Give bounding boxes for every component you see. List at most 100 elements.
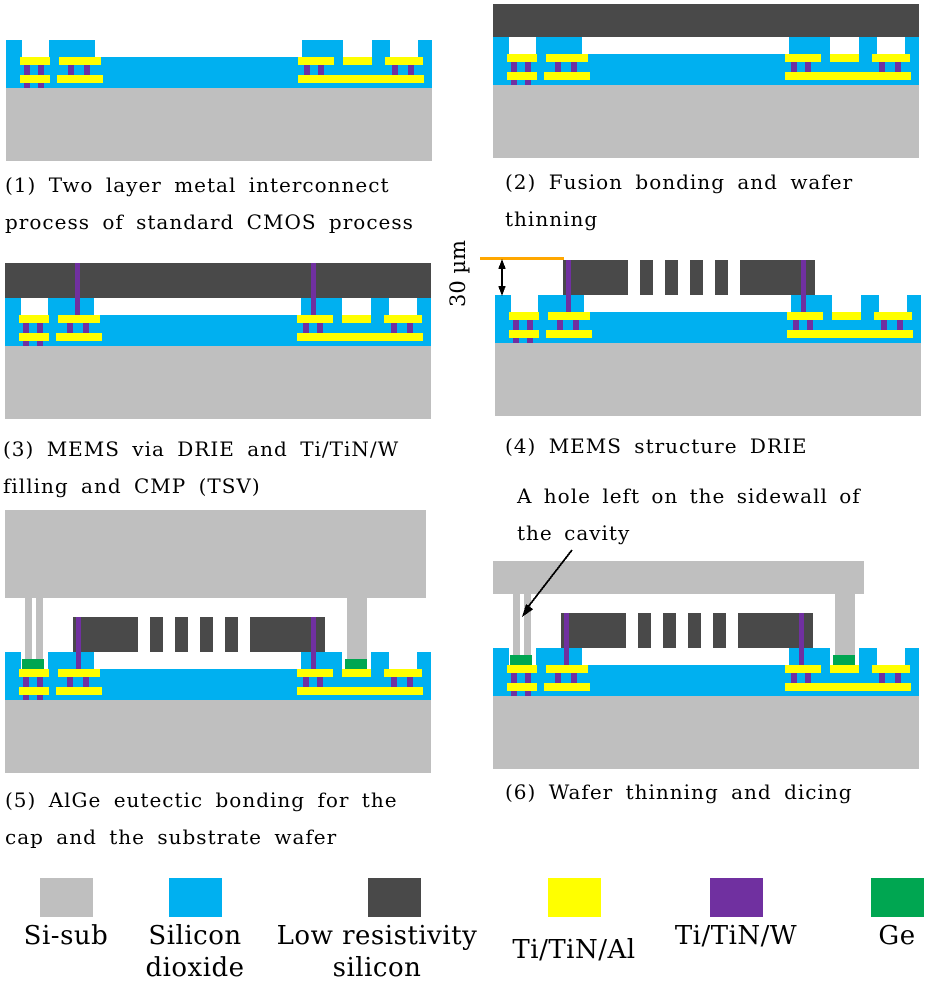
metal2-interconnect — [785, 683, 911, 691]
legend-label-silicon-dioxide: Silicon dioxide — [145, 921, 245, 983]
etch-slot — [651, 613, 663, 648]
legend-item-low-resistivity-silicon: Low resistivity silicon — [262, 878, 492, 984]
contact — [38, 83, 44, 88]
panel4-diagram: 30 µm — [446, 240, 921, 416]
via — [573, 320, 579, 330]
si-substrate — [493, 696, 919, 769]
panel1-diagram — [6, 40, 432, 161]
legend-item-ti-tin-al: Ti/TiN/Al — [489, 878, 659, 966]
metal1-pad — [385, 57, 423, 65]
via — [304, 65, 310, 75]
metal1-pad — [872, 54, 910, 62]
metal2-pad — [20, 75, 50, 83]
dimension-label: 30 µm — [446, 240, 470, 307]
etch-slot — [701, 613, 713, 648]
panel1-caption: (1) Two layer metal interconnect process… — [5, 173, 414, 234]
contact — [527, 338, 533, 343]
legend-item-silicon-dioxide: Silicon dioxide — [130, 878, 260, 984]
via — [391, 323, 397, 333]
via — [525, 62, 531, 72]
metal1-pad — [19, 669, 49, 677]
legend-item-ti-tin-w: Ti/TiN/W — [651, 878, 821, 952]
via — [511, 62, 517, 72]
metal1-pad — [830, 54, 859, 62]
via — [557, 320, 563, 330]
etch-slot — [238, 617, 250, 652]
contact — [24, 83, 30, 88]
contact — [37, 341, 43, 346]
metal2-pad — [57, 75, 103, 83]
via — [391, 677, 397, 687]
tsv — [75, 263, 80, 315]
cap-leg — [347, 598, 367, 659]
dimension-arrowhead-up — [498, 259, 506, 269]
metal2-pad — [56, 333, 102, 341]
oxide-opening — [94, 652, 301, 669]
via — [895, 62, 901, 72]
oxide-opening — [22, 40, 49, 57]
cap-wafer — [493, 561, 864, 594]
metal2-pad — [19, 687, 49, 695]
metal1-pad — [297, 669, 333, 677]
metal1-pad — [58, 315, 100, 323]
via — [791, 673, 797, 683]
oxide-opening — [343, 40, 372, 57]
metal1-pad — [546, 665, 588, 673]
legend-swatch-low-resistivity-silicon — [368, 878, 421, 917]
etch-slot — [138, 617, 150, 652]
dimension-arrowhead-down — [498, 286, 506, 296]
ge-bond-pad — [833, 655, 855, 665]
oxide-opening — [94, 298, 301, 315]
via — [392, 65, 398, 75]
oxide-opening — [389, 652, 417, 669]
via — [408, 65, 414, 75]
contact — [525, 80, 531, 85]
via — [407, 677, 413, 687]
panel3-caption: (3) MEMS via DRIE and Ti/TiN/W filling a… — [3, 437, 400, 498]
panel3-diagram — [5, 263, 431, 419]
via — [511, 673, 517, 683]
etch-slot — [703, 260, 715, 295]
panel5-diagram — [5, 510, 431, 773]
metal1-pad — [787, 312, 823, 320]
metal2-pad — [507, 72, 537, 80]
metal1-pad — [546, 54, 588, 62]
bonded-silicon-wafer — [493, 4, 919, 37]
via — [83, 323, 89, 333]
oxide-opening — [582, 648, 789, 665]
oxide-opening — [509, 37, 536, 54]
etch-slot — [626, 613, 638, 648]
cap-leg — [835, 594, 855, 655]
metal1-pad — [342, 669, 371, 677]
via — [791, 62, 797, 72]
metal2-interconnect — [298, 75, 424, 83]
metal1-pad — [872, 665, 910, 673]
metal1-pad — [785, 665, 821, 673]
via — [571, 673, 577, 683]
oxide-opening — [511, 295, 538, 312]
via — [807, 320, 813, 330]
metal1-pad — [59, 57, 101, 65]
etch-slot — [163, 617, 175, 652]
via — [895, 673, 901, 683]
legend-swatch-ti-tin-al — [547, 878, 601, 917]
panel6-caption: (6) Wafer thinning and dicing — [505, 780, 853, 804]
metal2-pad — [56, 687, 102, 695]
contact — [23, 341, 29, 346]
metal2-pad — [544, 683, 590, 691]
si-substrate — [5, 346, 431, 419]
tsv — [564, 613, 569, 665]
dimension-reference-line — [480, 257, 564, 260]
via — [67, 677, 73, 687]
via — [513, 320, 519, 330]
panel5-caption: (5) AlGe eutectic bonding for the cap an… — [5, 788, 398, 849]
oxide-opening — [390, 40, 418, 57]
metal2-pad — [19, 333, 49, 341]
ge-bond-pad — [22, 659, 44, 669]
oxide-opening — [879, 295, 907, 312]
hole-pointer-arrowhead — [522, 603, 534, 617]
via — [317, 677, 323, 687]
legend-label-ti-tin-w: Ti/TiN/W — [674, 921, 798, 951]
via — [37, 677, 43, 687]
metal1-pad — [384, 315, 422, 323]
